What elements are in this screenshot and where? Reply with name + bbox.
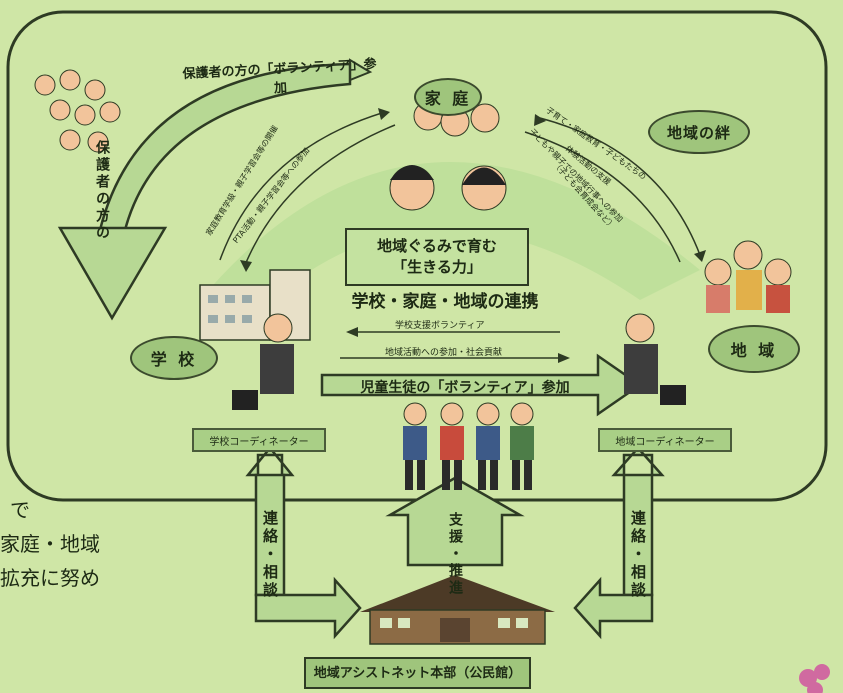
- right-arrow-upper: [539, 117, 701, 256]
- side-text-line1: で: [10, 498, 30, 522]
- school-coordinator-label: 学校コーディネーター: [209, 436, 309, 448]
- hq-label: 地域アシストネット本部（公民館）: [313, 666, 522, 681]
- support-label: 支援・推進: [447, 512, 463, 597]
- center-title-line1: 地域ぐるみで育む: [377, 237, 497, 255]
- left-contact-shaft: [254, 473, 286, 597]
- right-contact-shaft: [622, 473, 654, 597]
- guardian-volunteer-text: 保護者の方の「ボランティア」参加: [182, 56, 377, 97]
- side-text-line2: 家庭・地域: [0, 532, 100, 556]
- home-node: 家 庭: [414, 78, 482, 116]
- school-coordinator-tag: 学校コーディネーター: [192, 428, 326, 452]
- side-text: で 家庭・地域 拡充に努め: [0, 493, 100, 595]
- bond-label: 地域の絆: [666, 123, 731, 142]
- student-arrow: [320, 353, 643, 417]
- center-subtitle: 学校・家庭・地域の連携: [351, 292, 539, 312]
- community-participation-label: 地域活動への参加・社会貢献: [385, 348, 503, 358]
- guardian-arrow-text: 保護者の方の: [94, 140, 110, 242]
- region-label: 地 域: [730, 341, 778, 360]
- bond-node: 地域の絆: [648, 110, 750, 154]
- hq-building-icon: [360, 575, 555, 645]
- left-contact-label: 連絡・相談: [261, 510, 279, 600]
- flower-icon: [799, 664, 830, 693]
- side-text-line3: 拡充に努め: [0, 566, 100, 590]
- school-coordinator-icon: [232, 313, 294, 410]
- community-people-icon: [704, 240, 792, 313]
- school-label: 学 校: [150, 350, 198, 369]
- left-arrow-lower: [244, 124, 396, 266]
- guardians-group-icon: [34, 69, 121, 153]
- school-support-volunteer-label: 学校支援ボランティア: [395, 321, 485, 331]
- home-label: 家 庭: [424, 89, 472, 108]
- region-coordinator-icon: [624, 313, 686, 405]
- center-title-line2: 「生きる力」: [392, 258, 482, 276]
- arc-fill: [200, 162, 700, 320]
- family-icon: [389, 101, 507, 211]
- left-arrow-upper: [219, 111, 386, 261]
- right-arrow-lower: [524, 131, 681, 263]
- right-contact-label: 連絡・相談: [629, 510, 647, 600]
- region-node: 地 域: [708, 325, 800, 373]
- students-icon: [403, 402, 534, 490]
- center-title-box: 地域ぐるみで育む 「生きる力」: [345, 228, 529, 286]
- region-coordinator-label: 地域コーディネーター: [615, 436, 715, 448]
- guardian-arrow-head: [57, 226, 168, 321]
- school-node: 学 校: [130, 336, 218, 380]
- student-volunteer-banner: 児童生徒の「ボランティア」参加: [360, 380, 570, 396]
- region-coordinator-tag: 地域コーディネーター: [598, 428, 732, 452]
- support-arrow: [385, 476, 525, 567]
